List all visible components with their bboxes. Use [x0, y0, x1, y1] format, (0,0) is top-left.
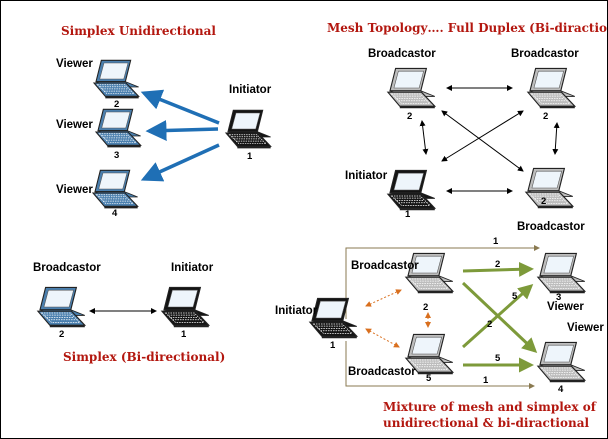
number-mix-green-top: 2	[495, 259, 500, 270]
number-mix-link-top: 1	[493, 236, 499, 247]
title-simplex-bidirectional: Simplex (Bi-directional)	[63, 350, 225, 364]
number-mix-broadcastor-top: 2	[423, 302, 428, 313]
title-simplex-unidirectional: Simplex Unidirectional	[61, 24, 216, 38]
title-mixture-line2: unidirectional & bi-diractional	[383, 416, 589, 430]
number-initiator: 1	[247, 151, 253, 162]
label-mesh-broadcastor-bottom: Broadcastor	[517, 221, 585, 233]
mesh-topology-section: Broadcastor 2 Broadcastor 2 Initiator 1 …	[345, 48, 585, 233]
number-mesh-broadcastor-left: 2	[407, 111, 412, 122]
arrow-initiator-to-viewer-4	[140, 143, 220, 182]
label-viewer-2: Viewer	[56, 58, 93, 70]
label-mix-viewer-bottom: Viewer	[567, 322, 604, 334]
title-mesh-topology: Mesh Topology…. Full Duplex (Bi-diractio…	[327, 21, 607, 35]
laptop-icon-mix-viewer-bottom	[537, 341, 586, 383]
link-initiator-broadcastor-top	[365, 289, 402, 307]
label-mix-broadcastor-bottom: Broadcastor	[348, 366, 416, 378]
laptop-icon-mesh-initiator	[387, 169, 436, 211]
label-viewer-3: Viewer	[56, 119, 93, 131]
label-mesh-broadcastor-left: Broadcastor	[368, 48, 436, 60]
link-initiator-broadcastor-bottom	[365, 328, 400, 348]
simplex-bidirectional-section: Broadcastor 2 Initiator 1	[33, 262, 214, 340]
laptop-icon-viewer-3	[95, 108, 142, 148]
number-mix-broadcastor-bottom: 5	[426, 373, 432, 384]
label-viewer-4: Viewer	[56, 184, 93, 196]
number-mix-viewer-bottom: 4	[558, 384, 564, 395]
simplex-unidirectional-section: Viewer 2 Viewer 3 Viewer 4 Initiator 1	[56, 58, 272, 219]
arrow-initiator-to-viewer-2	[140, 89, 220, 125]
link-initiator-to-viewer-bottom	[345, 341, 535, 389]
number-mix-green-bottom: 5	[495, 353, 501, 364]
link-broadcastor-top-to-viewer-bottom	[461, 281, 538, 354]
arrow-initiator-to-viewer-3	[145, 119, 219, 141]
laptop-icon-mesh-broadcastor-right	[527, 67, 576, 109]
number-mix-viewer-top: 3	[556, 292, 561, 303]
laptop-icon-simplex-initiator	[161, 286, 210, 328]
label-mix-initiator: Initiator	[275, 305, 318, 317]
number-viewer-4: 4	[112, 208, 118, 219]
number-mix-green-cross-top: 5	[512, 291, 518, 302]
link-right-vertical	[552, 122, 560, 155]
link-left-vertical	[419, 120, 429, 155]
link-broadcastor-top-to-viewer-top	[462, 261, 534, 277]
number-mix-initiator: 1	[330, 340, 336, 351]
number-viewer-2: 2	[114, 99, 119, 110]
number-mix-green-cross-bottom: 2	[487, 319, 492, 330]
laptop-icon-initiator	[225, 109, 272, 149]
laptop-icon-viewer-2	[93, 59, 140, 99]
laptop-icon-mesh-broadcastor-bottom	[525, 167, 574, 209]
link-initiator-to-viewer-top	[345, 245, 540, 319]
number-mesh-broadcastor-right: 2	[543, 111, 548, 122]
laptop-icon-simplex-broadcastor	[37, 286, 86, 328]
label-mix-broadcastor-top: Broadcastor	[351, 260, 419, 272]
mixture-section: 1 1 2 5 5 2 Initiator 1 Broadcastor 2 Br…	[275, 236, 604, 395]
laptop-icon-viewer-4	[92, 169, 139, 209]
label-mix-viewer-top: Viewer	[547, 301, 584, 313]
link-diagonal-up	[441, 110, 524, 162]
number-mesh-initiator: 1	[405, 209, 411, 220]
number-simplex-broadcastor: 2	[59, 329, 64, 340]
link-broadcastor-bottom-to-viewer-top	[461, 283, 534, 349]
label-initiator: Initiator	[229, 84, 272, 96]
label-mesh-broadcastor-right: Broadcastor	[511, 48, 579, 60]
laptop-icon-mesh-broadcastor-left	[387, 67, 436, 109]
label-simplex-initiator: Initiator	[171, 262, 214, 274]
title-mixture-line1: Mixture of mesh and simplex of	[383, 400, 597, 414]
laptop-icon-mix-viewer-top	[537, 252, 586, 294]
link-diagonal-down	[441, 110, 524, 172]
label-simplex-broadcastor: Broadcastor	[33, 262, 101, 274]
number-mesh-broadcastor-bottom: 2	[541, 196, 546, 207]
label-mesh-initiator: Initiator	[345, 170, 388, 182]
number-viewer-3: 3	[114, 150, 119, 161]
number-simplex-initiator: 1	[181, 329, 187, 340]
number-mix-link-bottom: 1	[483, 375, 489, 386]
